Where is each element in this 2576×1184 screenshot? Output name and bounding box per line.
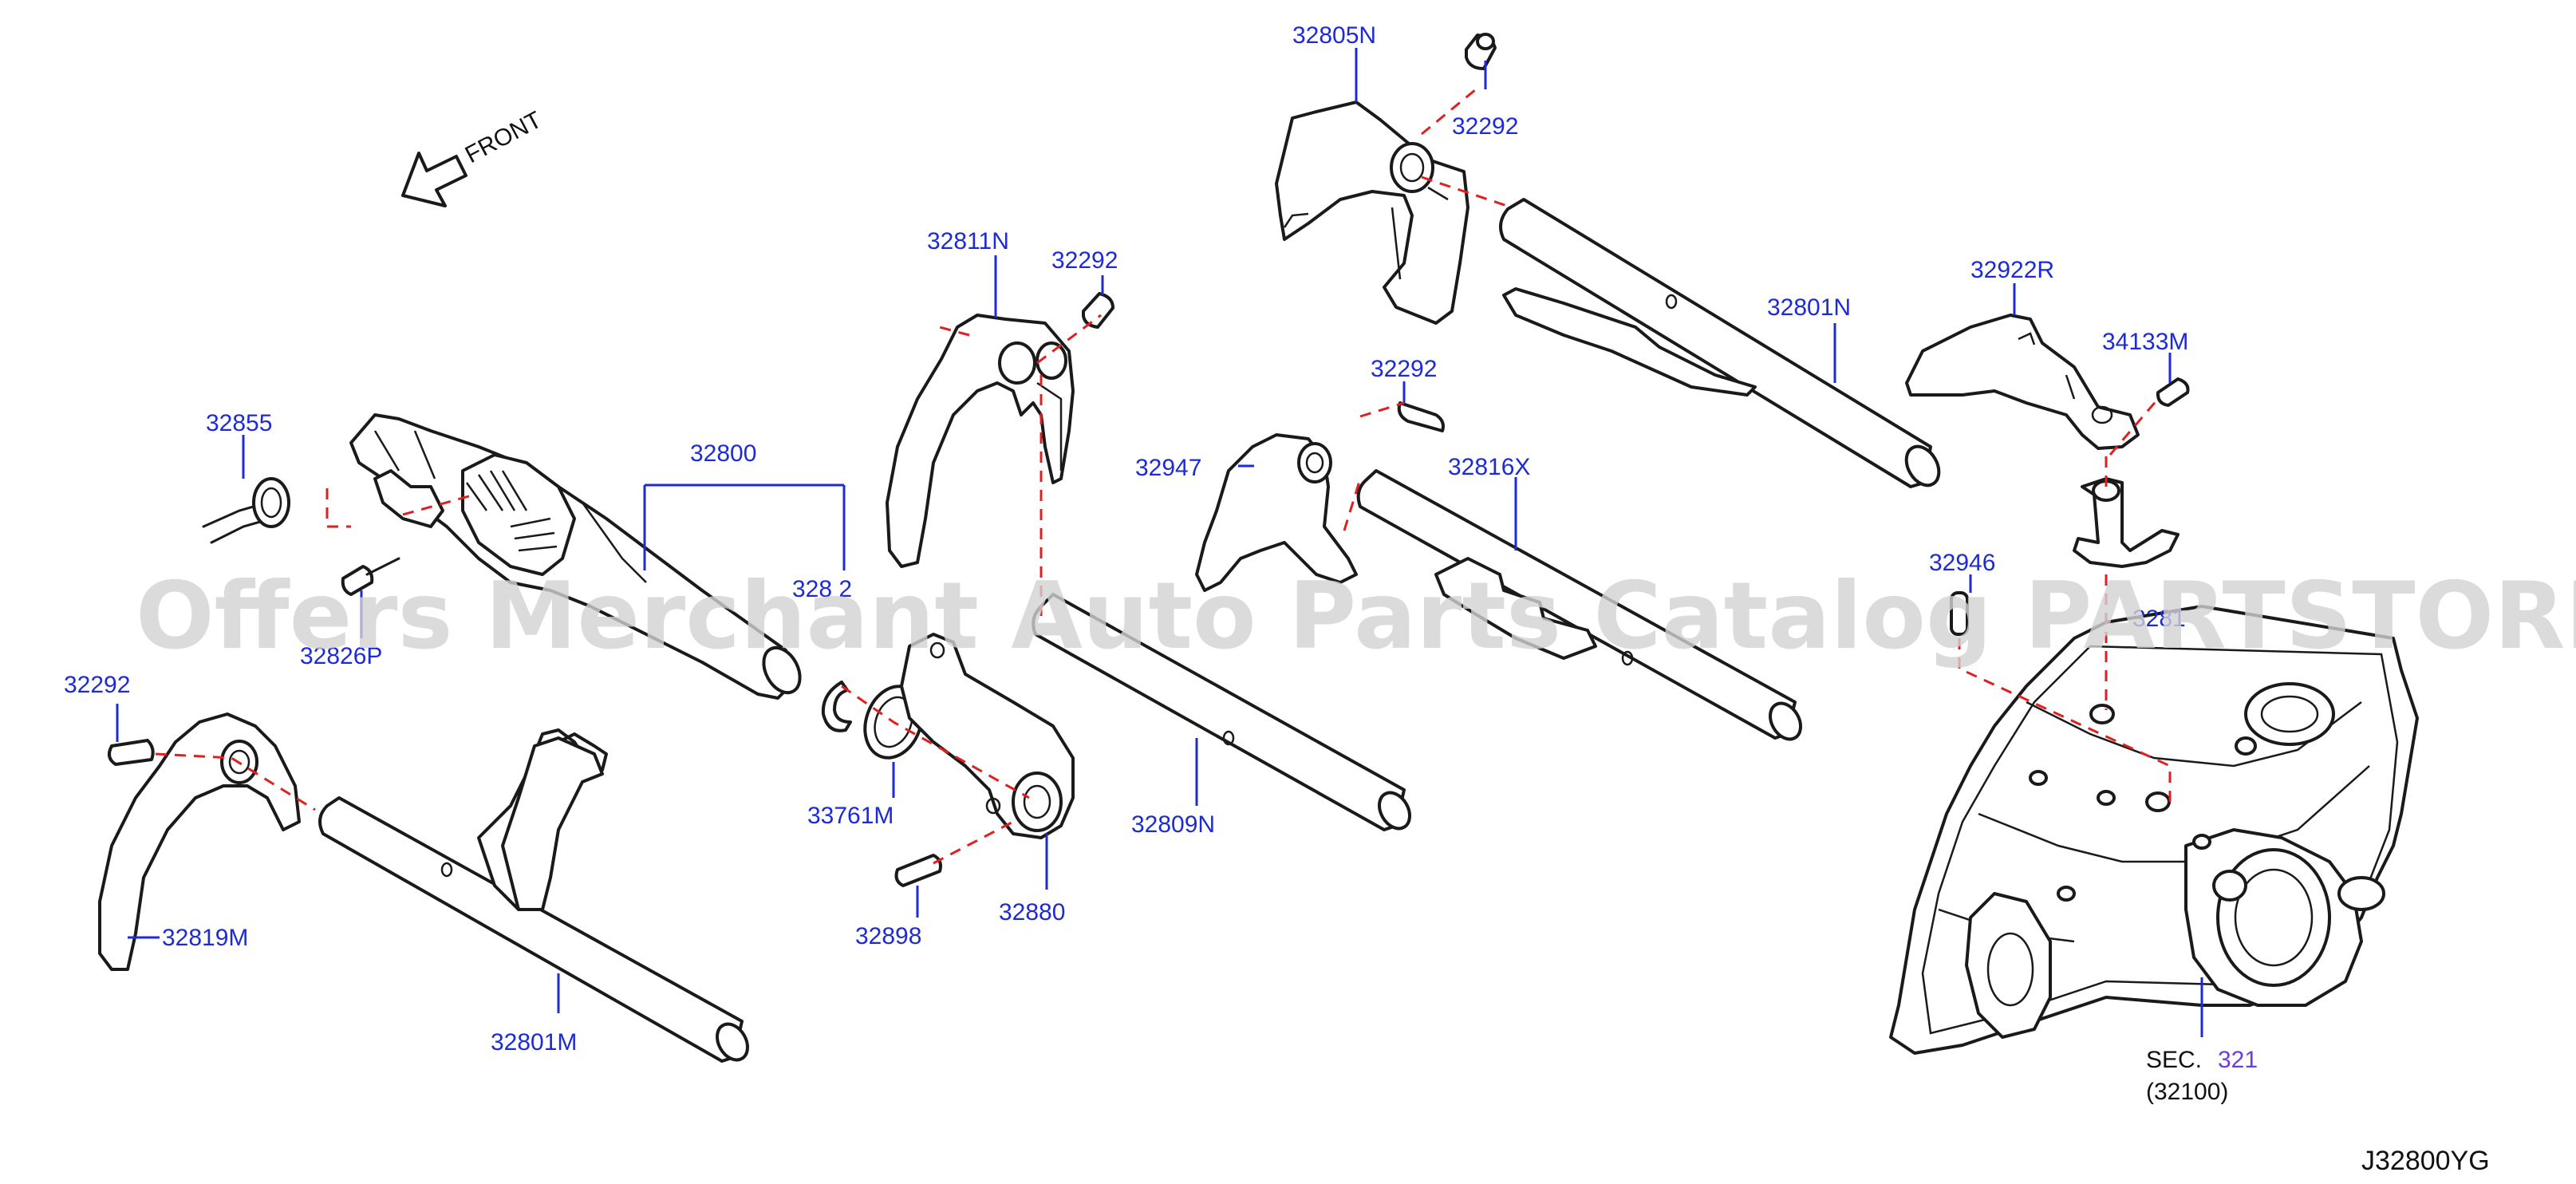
label-32800[interactable]: 32800 bbox=[690, 440, 756, 467]
shift-fork-32947 bbox=[1195, 433, 1358, 592]
label-3281x[interactable]: 3281 bbox=[2132, 606, 2186, 632]
front-label: FRONT bbox=[461, 107, 546, 169]
shift-rod-32809N bbox=[1032, 593, 1411, 831]
label-32292-right[interactable]: 32292 bbox=[1371, 356, 1437, 382]
section-reference: SEC. 321 (32100) bbox=[2146, 1047, 2258, 1105]
transmission-case bbox=[1889, 605, 2419, 1055]
pin-34133M bbox=[2156, 377, 2190, 407]
label-32292-mid[interactable]: 32292 bbox=[1051, 247, 1118, 274]
roll-pin-32292-left bbox=[107, 739, 155, 766]
label-32880[interactable]: 32880 bbox=[999, 899, 1065, 925]
label-32855[interactable]: 32855 bbox=[206, 410, 272, 436]
label-32819M[interactable]: 32819M bbox=[162, 925, 248, 951]
label-32922R[interactable]: 32922R bbox=[1970, 257, 2054, 283]
shift-fork-32805N bbox=[1275, 101, 1469, 325]
label-32805N[interactable]: 32805N bbox=[1292, 22, 1376, 49]
shift-rod-32801M bbox=[318, 728, 749, 1063]
shift-rod-32801N bbox=[1499, 198, 1941, 488]
shift-fork-32811N bbox=[886, 314, 1075, 568]
bracket-32922R bbox=[1905, 314, 2140, 450]
label-32816X[interactable]: 32816X bbox=[1448, 454, 1530, 480]
section-sub: (32100) bbox=[2146, 1079, 2228, 1105]
label-32801M[interactable]: 32801M bbox=[491, 1029, 577, 1056]
shift-rod-32816X bbox=[1356, 469, 1802, 741]
label-32947[interactable]: 32947 bbox=[1135, 455, 1201, 481]
assembly-connectors bbox=[155, 88, 2172, 865]
label-32898[interactable]: 32898 bbox=[855, 923, 921, 949]
lever-32880 bbox=[900, 633, 1075, 839]
label-32292-top[interactable]: 32292 bbox=[1452, 113, 1518, 140]
label-32809N[interactable]: 32809N bbox=[1131, 811, 1215, 838]
label-32811N[interactable]: 32811N bbox=[927, 228, 1009, 255]
part-labels: 32805N 32292 32801N 32922R 34133M 32811N… bbox=[64, 22, 2188, 1056]
snap-ring bbox=[821, 681, 852, 732]
roll-pin-32292-mid bbox=[1082, 292, 1114, 329]
label-32946[interactable]: 32946 bbox=[1929, 550, 1995, 576]
label-33761M[interactable]: 33761M bbox=[807, 803, 894, 829]
inner-lever bbox=[2073, 477, 2180, 568]
watermark: Offers Merchant Auto Parts Catalog PARTS… bbox=[136, 562, 2576, 670]
front-arrow-icon bbox=[401, 152, 467, 207]
section-prefix: SEC. bbox=[2146, 1047, 2202, 1073]
roll-pin-32292-top bbox=[1465, 33, 1497, 70]
section-number-link[interactable]: 321 bbox=[2218, 1047, 2258, 1073]
pin-32946 bbox=[1950, 591, 1969, 636]
pin-32898 bbox=[894, 854, 942, 887]
roll-pin-32292-right bbox=[1397, 401, 1445, 432]
diagram-code: J32800YG bbox=[2361, 1146, 2490, 1176]
label-32292-left[interactable]: 32292 bbox=[64, 672, 130, 698]
label-34133M[interactable]: 34133M bbox=[2102, 329, 2188, 355]
label-32826P[interactable]: 32826P bbox=[300, 643, 382, 669]
leader-lines bbox=[116, 48, 2203, 1037]
label-32801N[interactable]: 32801N bbox=[1767, 294, 1851, 321]
spring-clip-32855 bbox=[202, 477, 290, 544]
label-328x2[interactable]: 328 2 bbox=[792, 576, 852, 602]
bolt-32826P bbox=[341, 557, 400, 596]
shift-shaft-32800 bbox=[349, 413, 802, 700]
